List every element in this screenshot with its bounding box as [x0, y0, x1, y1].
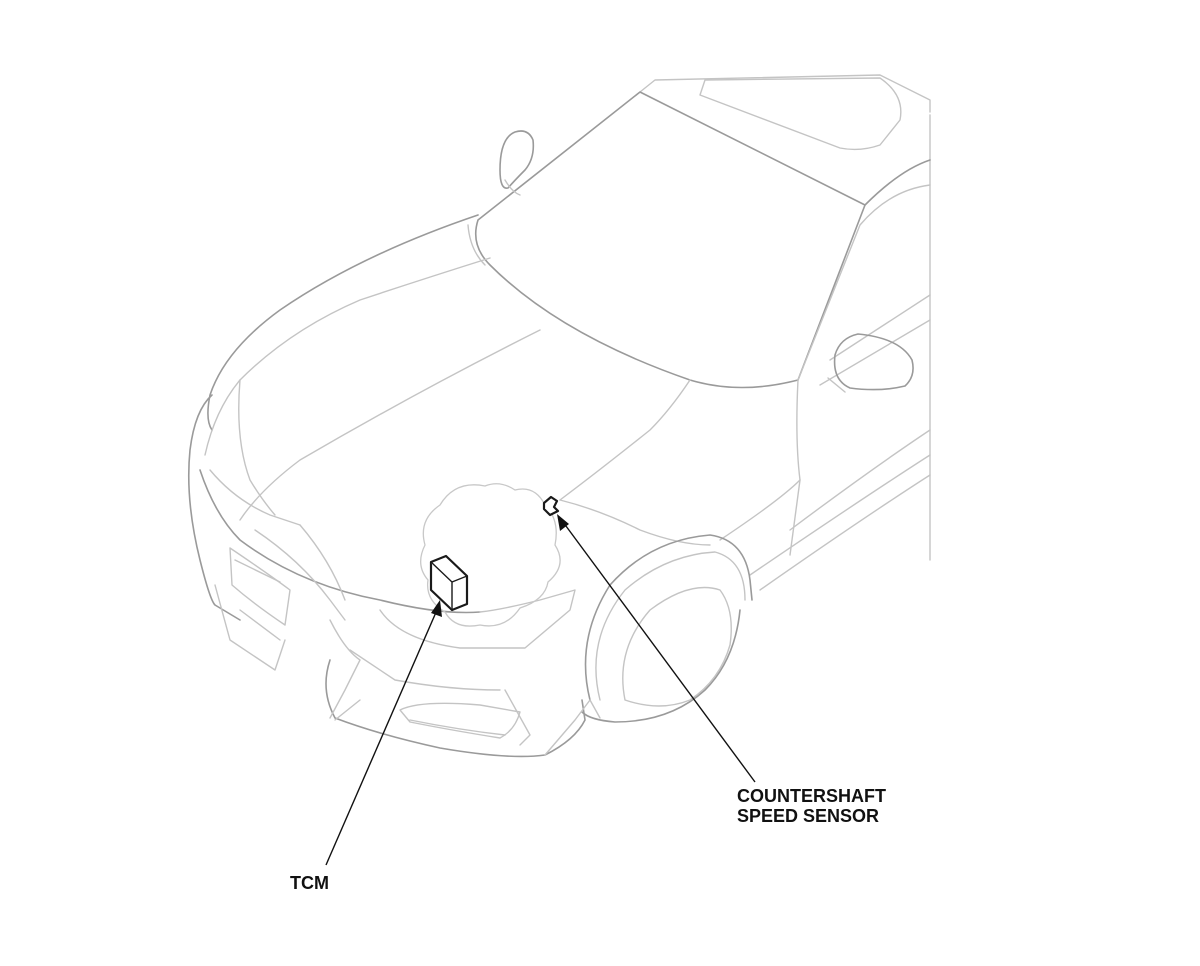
vehicle-outline [187, 74, 931, 758]
leader-line-countershaft-speed-sensor [557, 514, 756, 783]
countershaft-speed-sensor-part [542, 495, 560, 517]
countershaft-speed-sensor-label: COUNTERSHAFT SPEED SENSOR [737, 786, 886, 826]
cutaway-patch [420, 483, 561, 627]
leader-line-tcm [325, 600, 442, 866]
tcm-module [429, 554, 469, 612]
tcm-label: TCM [290, 873, 329, 893]
